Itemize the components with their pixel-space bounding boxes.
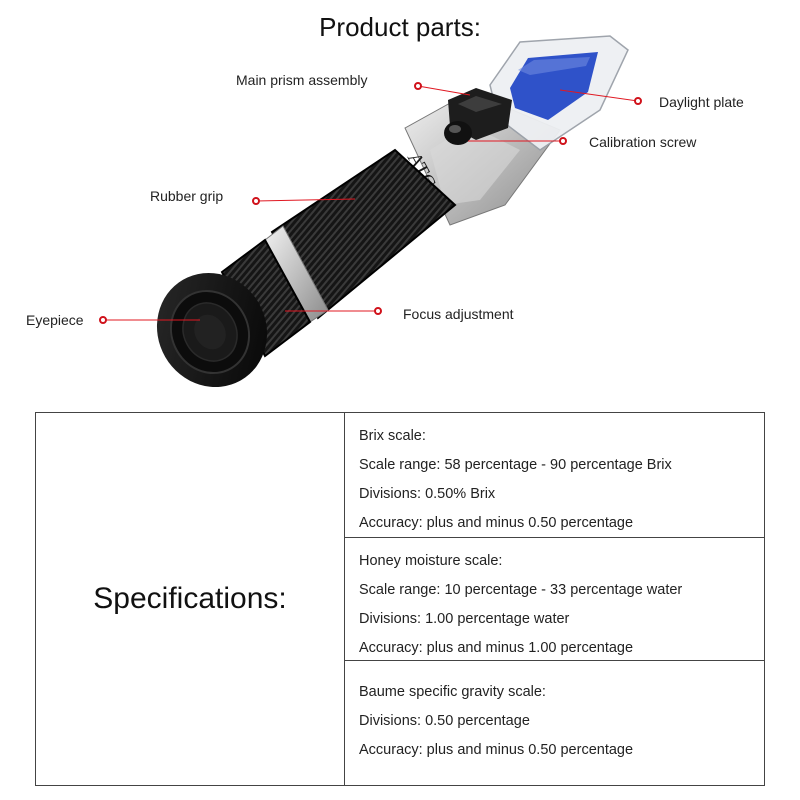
calibration-screw <box>444 121 472 145</box>
spec-line: Divisions: 0.50% Brix <box>359 486 496 502</box>
specifications-table: Specifications: Brix scale: Scale range:… <box>35 412 765 786</box>
spec-line: Brix scale: <box>359 428 426 444</box>
spec-line: Scale range: 58 percentage - 90 percenta… <box>359 457 672 473</box>
daylight-plate <box>489 35 629 151</box>
refractometer-illustration: ATC <box>99 35 642 388</box>
callout-main-prism <box>414 82 471 96</box>
spec-line: Divisions: 1.00 percentage water <box>359 611 570 627</box>
specifications-heading-cell: Specifications: <box>36 413 345 785</box>
spec-line: Accuracy: plus and minus 0.50 percentage <box>359 742 634 758</box>
label-daylight-plate: Daylight plate <box>659 94 744 110</box>
callout-eyepiece <box>99 316 200 324</box>
spec-line: Accuracy: plus and minus 0.50 percentage <box>359 515 634 531</box>
spec-group-honey-moisture: Honey moisture scale: Scale range: 10 pe… <box>345 538 764 661</box>
page-title: Product parts: <box>319 12 481 42</box>
spec-line: Divisions: 0.50 percentage <box>359 713 530 729</box>
label-calibration-screw: Calibration screw <box>589 134 697 150</box>
label-focus-adjustment: Focus adjustment <box>403 306 514 322</box>
eyepiece <box>156 272 268 388</box>
specifications-heading: Specifications: <box>93 582 287 615</box>
spec-line: Scale range: 10 percentage - 33 percenta… <box>359 582 683 598</box>
callout-calibration-screw <box>468 137 567 145</box>
spec-line: Baume specific gravity scale: <box>359 684 546 700</box>
spec-line: Honey moisture scale: <box>359 553 503 569</box>
spec-line: Accuracy: plus and minus 1.00 percentage <box>359 640 634 656</box>
specifications-details: Brix scale: Scale range: 58 percentage -… <box>345 413 764 785</box>
label-main-prism-assembly: Main prism assembly <box>236 72 368 88</box>
callout-rubber-grip <box>252 197 356 205</box>
label-rubber-grip: Rubber grip <box>150 188 224 204</box>
callout-focus-adjustment <box>285 307 382 315</box>
callout-daylight-plate <box>559 89 642 105</box>
spec-group-brix: Brix scale: Scale range: 58 percentage -… <box>345 413 764 538</box>
spec-group-baume: Baume specific gravity scale: Divisions:… <box>345 661 764 785</box>
label-eyepiece: Eyepiece <box>26 312 84 328</box>
